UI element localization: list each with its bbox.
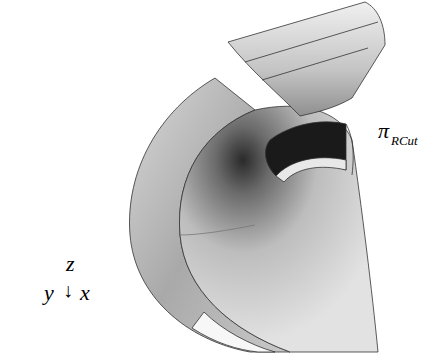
axis-label: y — [44, 282, 54, 304]
axis-label: z — [66, 253, 75, 275]
tube-edge — [245, 22, 378, 62]
tube-edge — [262, 48, 368, 80]
cut-plane-edge — [346, 124, 353, 175]
cut-lip — [276, 158, 346, 182]
axis-label: x — [80, 282, 90, 304]
highlight-strip — [192, 312, 275, 352]
inner-surface — [179, 106, 378, 352]
plane-symbol: π — [378, 120, 389, 142]
top-tube — [228, 2, 385, 116]
plane-subscript: RCut — [391, 134, 418, 147]
surface-edge — [180, 225, 255, 235]
axis-arrow: ↓ — [63, 280, 73, 300]
